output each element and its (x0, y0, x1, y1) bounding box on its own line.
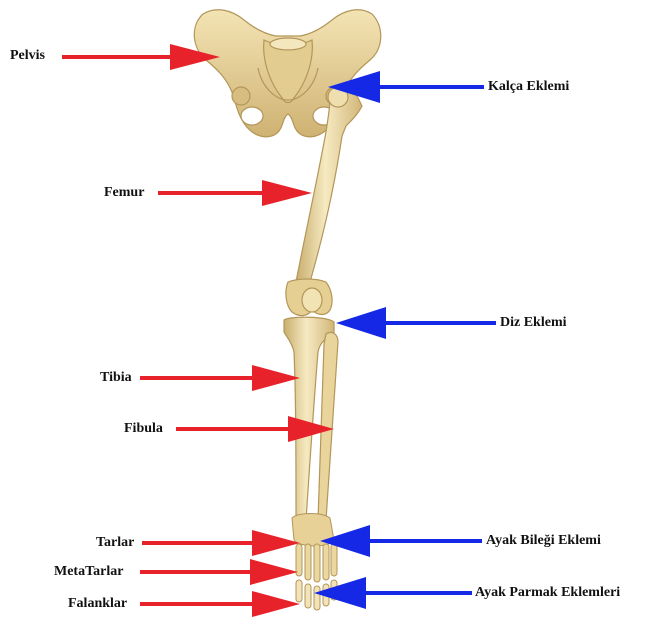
red-arrow-right-icon (140, 559, 298, 585)
label-ayak-bilegi-eklemi: Ayak Bileği Eklemi (486, 533, 601, 549)
label-ayak-parmak-eklemleri: Ayak Parmak Eklemleri (475, 585, 620, 601)
red-arrow-right-icon (142, 530, 300, 556)
blue-arrow-left-icon (336, 307, 496, 339)
label-pelvis: Pelvis (10, 48, 45, 64)
label-kalca-eklemi: Kalça Eklemi (488, 79, 569, 95)
label-femur: Femur (104, 185, 144, 201)
label-diz-eklemi: Diz Eklemi (500, 315, 567, 331)
label-tibia: Tibia (100, 370, 132, 386)
red-arrow-right-icon (140, 591, 300, 617)
red-arrow-right-icon (140, 365, 300, 391)
blue-arrow-left-icon (320, 525, 482, 557)
label-metatarlar: MetaTarlar (54, 564, 123, 580)
red-arrow-right-icon (158, 180, 312, 206)
label-tarlar: Tarlar (96, 535, 134, 551)
label-fibula: Fibula (124, 421, 163, 437)
blue-arrow-left-icon (314, 577, 472, 609)
label-falanklar: Falanklar (68, 596, 127, 612)
